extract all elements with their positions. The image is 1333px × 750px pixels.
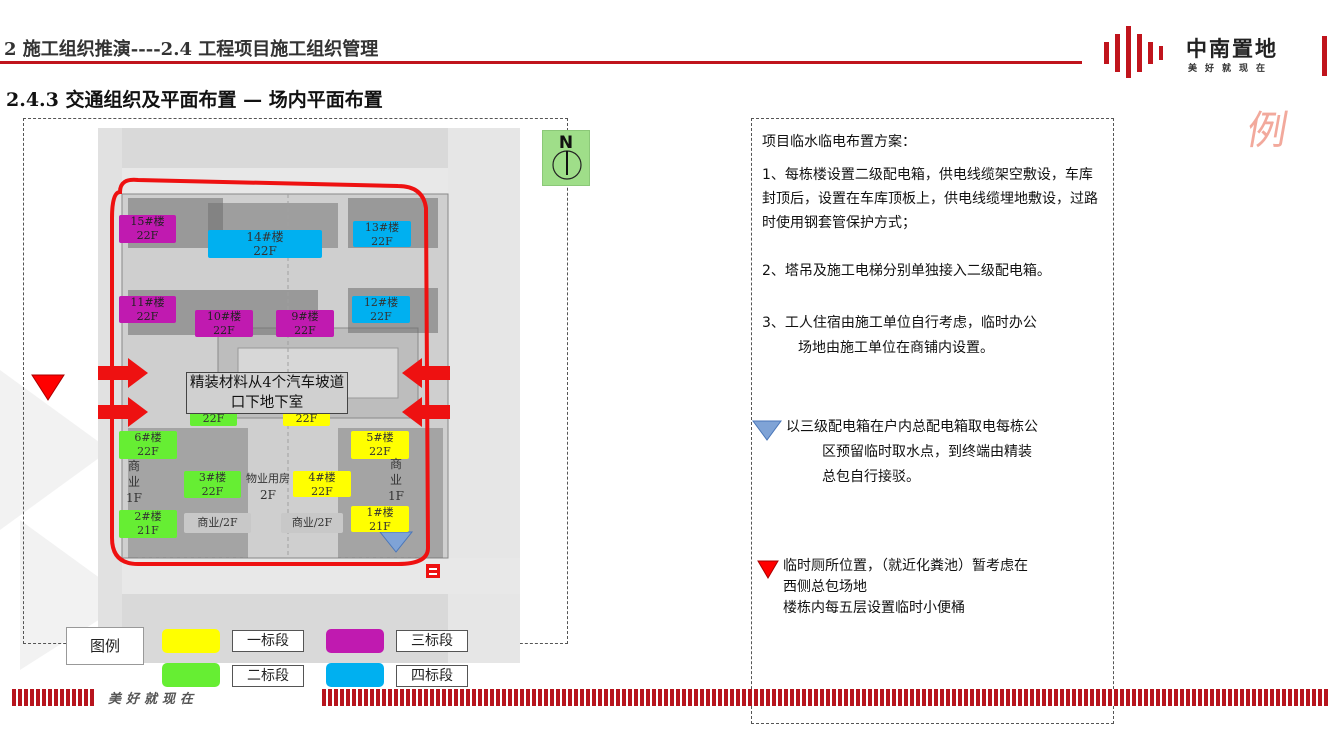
legend-swatch-phase-4 [326,663,384,687]
legend-label-phase-1: 一标段 [232,630,304,652]
north-indicator: N [542,130,590,186]
legend-swatch-phase-1 [162,629,220,653]
building-8: 22F [283,412,330,426]
legend-swatch-phase-3 [326,629,384,653]
commerce-right: 商业/2F [281,513,343,533]
brand-name: 中南置地 [1186,37,1278,61]
legend-title: 图例 [66,627,144,665]
background-watermark [0,370,130,670]
site-plan-drawing [98,128,520,663]
brand-slogan: 美好就现在 [1188,64,1274,74]
text-panel-frame [751,118,1114,724]
sub-title: 2.4.3 交通组织及平面布置 — 场内平面布置 [6,89,383,111]
section-title: 2 施工组织推演----2.4 工程项目施工组织管理 [4,39,379,60]
footer-bar-left [12,689,94,706]
building-7: 22F [190,412,237,426]
water-note-line-1: 以三级配电箱在户内总配电箱取电每栋公 [786,419,1038,435]
footer-bar-right [322,689,1328,706]
water-note-line-3: 总包自行接驳。 [822,469,920,485]
plan-item-1: 1、每栋楼设置二级配电箱，供电线缆架空敷设，车库封顶后，设置在车库顶板上，供电线… [762,167,1098,231]
legend-label-phase-3: 三标段 [396,630,468,652]
plan-item-3-line-1: 3、工人住宿由施工单位自行考虑，临时办公 [762,315,1037,331]
plan-item-2: 2、塔吊及施工电梯分别单独接入二级配电箱。 [762,263,1051,279]
brand-edge-icon [1322,36,1327,76]
legend-swatch-phase-2 [162,663,220,687]
toilet-note-line-3: 楼栋内每五层设置临时小便桶 [783,600,965,616]
brand-logo-icon [1104,26,1163,78]
legend-glyph: 例 [1243,108,1292,154]
commerce-left: 商业/2F [184,513,251,533]
legend-label-phase-4: 四标段 [396,665,468,687]
toilet-position-marker-icon [757,560,779,579]
plan-item-3-line-2: 场地由施工单位在商铺内设置。 [798,340,994,356]
water-note-line-2: 区预留临时取水点，到终端由精装 [822,444,1032,460]
material-route-note: 精装材料从4个汽车坡道口下地下室 [186,372,348,414]
header-divider [0,61,1082,64]
legend-label-phase-2: 二标段 [232,665,304,687]
plan-heading: 项目临水临电布置方案： [762,134,916,150]
toilet-note-line-2: 西侧总包场地 [783,579,867,595]
toilet-marker-icon [31,374,65,401]
toilet-note-line-1: 临时厕所位置，（就近化粪池）暂考虑在 [783,558,1028,574]
compass-icon [552,150,582,180]
north-label: N [558,133,574,153]
water-point-marker-icon [752,420,782,441]
footer-slogan: 美好就现在 [108,692,199,707]
